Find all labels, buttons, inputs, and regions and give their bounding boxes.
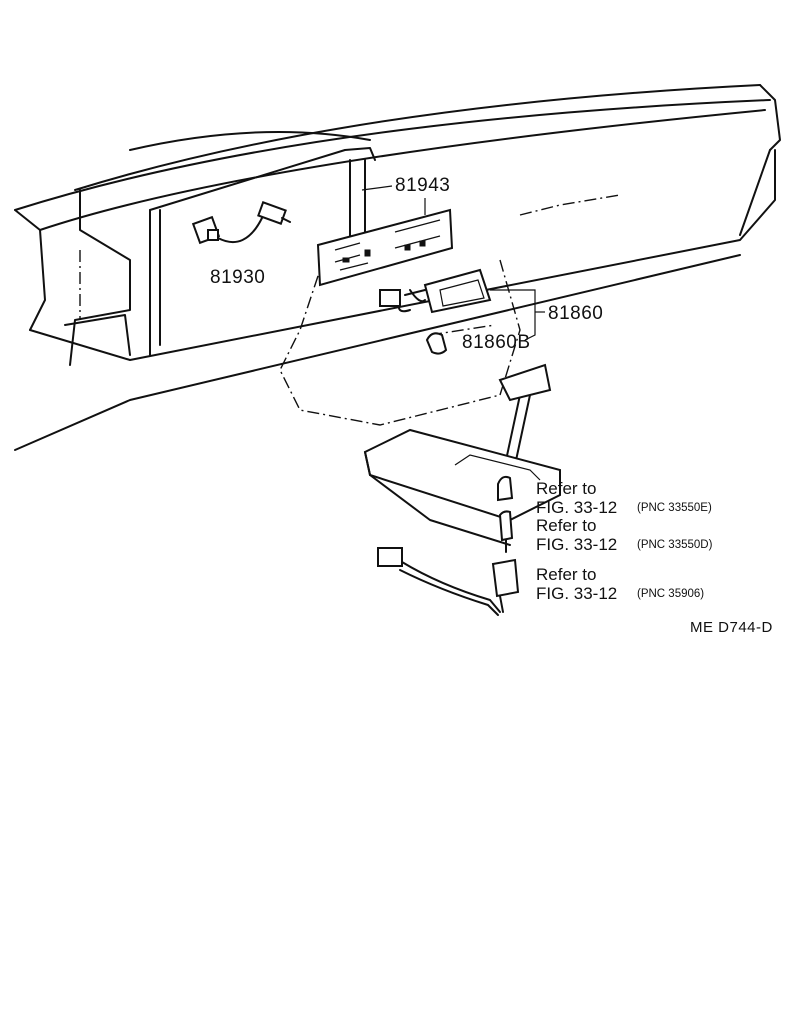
dash-top-edge	[14, 99, 771, 211]
reference-2-pnc: (PNC 33550D)	[637, 539, 713, 551]
left-panel	[69, 189, 131, 366]
dash-lower-edge	[14, 254, 741, 451]
reference-1-pnc: (PNC 33550E)	[637, 502, 712, 514]
reference-1-line2: FIG. 33-12	[536, 498, 618, 517]
dash-right-cap	[759, 84, 781, 151]
lighter-knob	[425, 332, 448, 355]
cluster-hood	[149, 147, 376, 211]
console-outline	[279, 254, 501, 426]
reference-3-pnc: (PNC 35906)	[637, 588, 705, 600]
socket-35906	[491, 558, 520, 598]
reference-3-line1: Refer to	[536, 565, 597, 584]
reference-2-line1: Refer to	[536, 516, 597, 535]
bulb-33550d	[498, 510, 514, 542]
reference-1-line1: Refer to	[536, 479, 597, 498]
label-81930: 81930	[210, 267, 266, 288]
dash-left-cap	[14, 209, 46, 331]
label-81943: 81943	[395, 175, 451, 196]
label-81860: 81860	[548, 303, 604, 324]
switch-81930-illustration	[191, 201, 291, 245]
lighter-81860-illustration	[379, 268, 492, 314]
console-box	[363, 428, 561, 522]
connector-plug	[377, 547, 403, 567]
dash-top-edge-rear	[74, 84, 761, 191]
shift-knob	[498, 363, 552, 402]
bulb-33550e	[497, 475, 514, 502]
label-81860b: 81860B	[462, 332, 531, 353]
heater-control-panel	[316, 208, 454, 287]
diagram-code: ME D744-D	[690, 619, 773, 636]
dash-front-face	[29, 149, 776, 361]
reference-2-line2: FIG. 33-12	[536, 535, 618, 554]
reference-3-line2: FIG. 33-12	[536, 584, 618, 603]
